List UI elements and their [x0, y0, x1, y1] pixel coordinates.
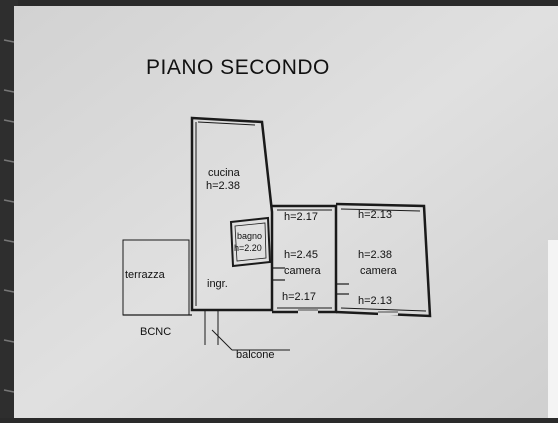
balcone-outline: [204, 310, 219, 345]
left-frame-strip: [0, 0, 18, 418]
bagno-height: h=2.20: [234, 243, 262, 253]
camera-2-height-top: h=2.13: [358, 209, 392, 221]
paper-right-edge: [548, 240, 558, 418]
cucina-top-inner-wall: [197, 121, 256, 126]
camera-2-top-inner-wall: [340, 208, 421, 212]
balcone-label: balcone: [236, 349, 275, 361]
left-strip-marks: [3, 39, 15, 393]
bagno-inner-walls: [234, 222, 267, 262]
terrazza-label: terrazza: [125, 269, 166, 281]
bcnc-label: BCNC: [140, 326, 171, 338]
room-labels: cucina h=2.38 bagno h=2.20 ingr. terrazz…: [125, 167, 398, 361]
camera-2-height-mid: h=2.38: [358, 249, 392, 261]
cucina-label: cucina: [208, 167, 241, 179]
plan-title: PIANO SECONDO: [146, 56, 330, 79]
bagno-walls: [229, 216, 272, 268]
camera-1-height-mid: h=2.45: [284, 249, 318, 261]
ingresso-label: ingr.: [207, 278, 228, 290]
camera-1-height-top: h=2.17: [284, 211, 318, 223]
camera-2-height-bottom: h=2.13: [358, 295, 392, 307]
camera-2-bottom-inner-wall: [340, 307, 427, 312]
camera-2-label: camera: [360, 265, 398, 277]
paper-sheet: [14, 6, 558, 418]
camera-1-label: camera: [284, 265, 322, 277]
cucina-ingresso-walls: [190, 116, 274, 312]
balcone-leader: [211, 329, 233, 351]
bagno-label: bagno: [237, 231, 262, 241]
cucina-height: h=2.38: [206, 180, 240, 192]
walls: [122, 116, 432, 351]
camera-1-height-bottom: h=2.17: [282, 291, 316, 303]
